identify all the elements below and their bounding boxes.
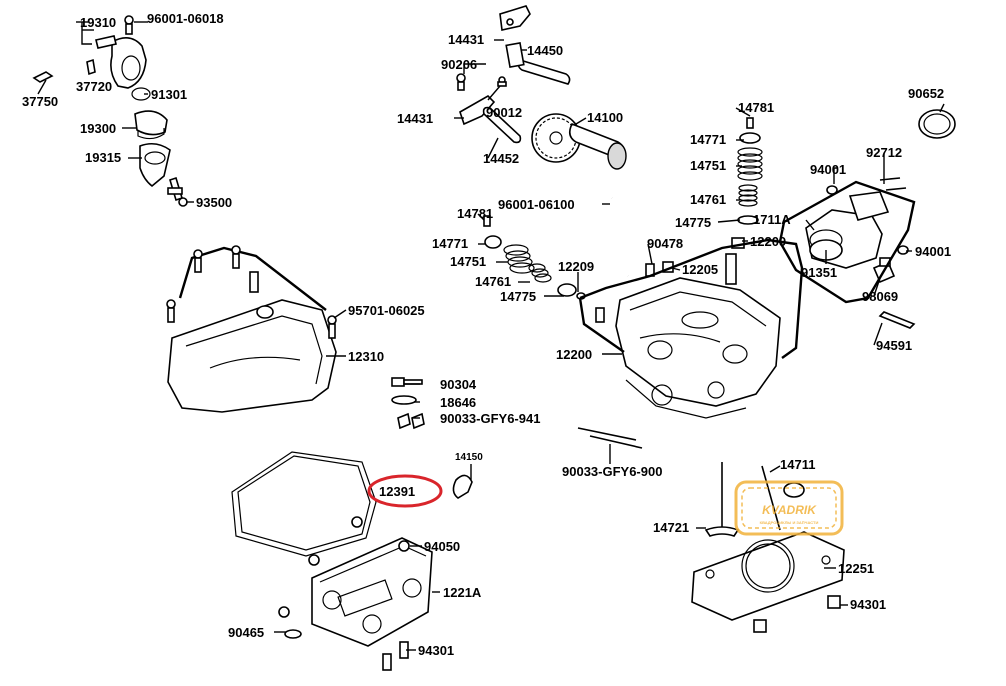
part-label: 1221A	[443, 585, 482, 600]
part-label: 14711	[780, 457, 815, 472]
part-label: 14761	[475, 274, 511, 289]
part-label: 14771	[432, 236, 468, 251]
part-label: 19310	[80, 15, 116, 30]
part-label: 91301	[151, 87, 187, 102]
part-label: 19315	[85, 150, 121, 165]
watermark-tagline: КВАДРОЦИКЛЫ И ЗАПЧАСТИ	[760, 520, 819, 525]
part-label: 12200	[556, 347, 592, 362]
part-label: 14452	[483, 151, 519, 166]
part-label: 12205	[682, 262, 718, 277]
part-label: 98069	[862, 289, 898, 304]
part-label: 14761	[690, 192, 726, 207]
highlight-ellipse	[367, 474, 443, 508]
part-label: 90304	[440, 377, 477, 392]
part-label: 12209	[750, 234, 786, 249]
part-label: 14751	[690, 158, 726, 173]
part-label: 1711A	[753, 212, 791, 227]
part-label: 95701-06025	[348, 303, 425, 318]
part-label: 14781	[738, 100, 774, 115]
group-outlines	[178, 180, 916, 359]
part-label: 93500	[196, 195, 232, 210]
part-label: 14771	[690, 132, 726, 147]
part-label: 94001	[810, 162, 846, 177]
part-label: 94001	[915, 244, 951, 259]
rocker-support	[278, 516, 433, 671]
thermostat-group	[32, 15, 188, 207]
part-label: 37720	[76, 79, 112, 94]
cylinder-head	[615, 277, 781, 419]
valve-cover	[166, 245, 337, 413]
part-label: 14721	[653, 520, 689, 535]
part-label: 14450	[527, 43, 563, 58]
part-label: 14781	[457, 206, 493, 221]
part-label: 14431	[397, 111, 433, 126]
part-label: 12251	[838, 561, 874, 576]
part-label: 14775	[500, 289, 536, 304]
part-label: 94301	[850, 597, 886, 612]
small-parts-center	[391, 377, 473, 499]
part-label: 90012	[486, 105, 522, 120]
valve-gasket-group	[691, 462, 845, 633]
part-label: 90033-GFY6-941	[440, 411, 540, 426]
part-label: 90206	[441, 57, 477, 72]
kvadrik-watermark: KVADRIK КВАДРОЦИКЛЫ И ЗАПЧАСТИ	[734, 480, 844, 536]
valve-cover-gasket	[231, 451, 377, 557]
part-label: 18646	[440, 395, 476, 410]
part-label: 92712	[866, 145, 902, 160]
watermark-brand: KVADRIK	[762, 503, 817, 517]
valve-spring-stack-right	[737, 117, 763, 225]
part-label: 90652	[908, 86, 944, 101]
part-label: 90478	[647, 236, 683, 251]
part-label: 94050	[424, 539, 460, 554]
part-label: 14775	[675, 215, 711, 230]
part-label: 96001-06100	[498, 197, 575, 212]
part-label: 12391	[379, 484, 415, 499]
part-label: 14751	[450, 254, 486, 269]
leader-lines	[37, 21, 945, 651]
valve-spring-stack-left	[483, 215, 586, 300]
part-label: 90033-GFY6-900	[562, 464, 662, 479]
part-labels: 19310 96001-06018 37720 37750 91301 1930…	[22, 11, 951, 658]
part-label: 19300	[80, 121, 116, 136]
part-label: 12209	[558, 259, 594, 274]
part-label: 96001-06018	[147, 11, 224, 26]
part-label: 14100	[587, 110, 623, 125]
part-label: 37750	[22, 94, 58, 109]
part-label: 94591	[876, 338, 912, 353]
part-label: 91351	[801, 265, 837, 280]
part-label: 94301	[418, 643, 454, 658]
part-label: 90465	[228, 625, 264, 640]
rocker-camshaft-group	[456, 5, 627, 170]
part-label: 14150	[455, 452, 483, 463]
part-label: 14431	[448, 32, 484, 47]
part-label: 12310	[348, 349, 384, 364]
